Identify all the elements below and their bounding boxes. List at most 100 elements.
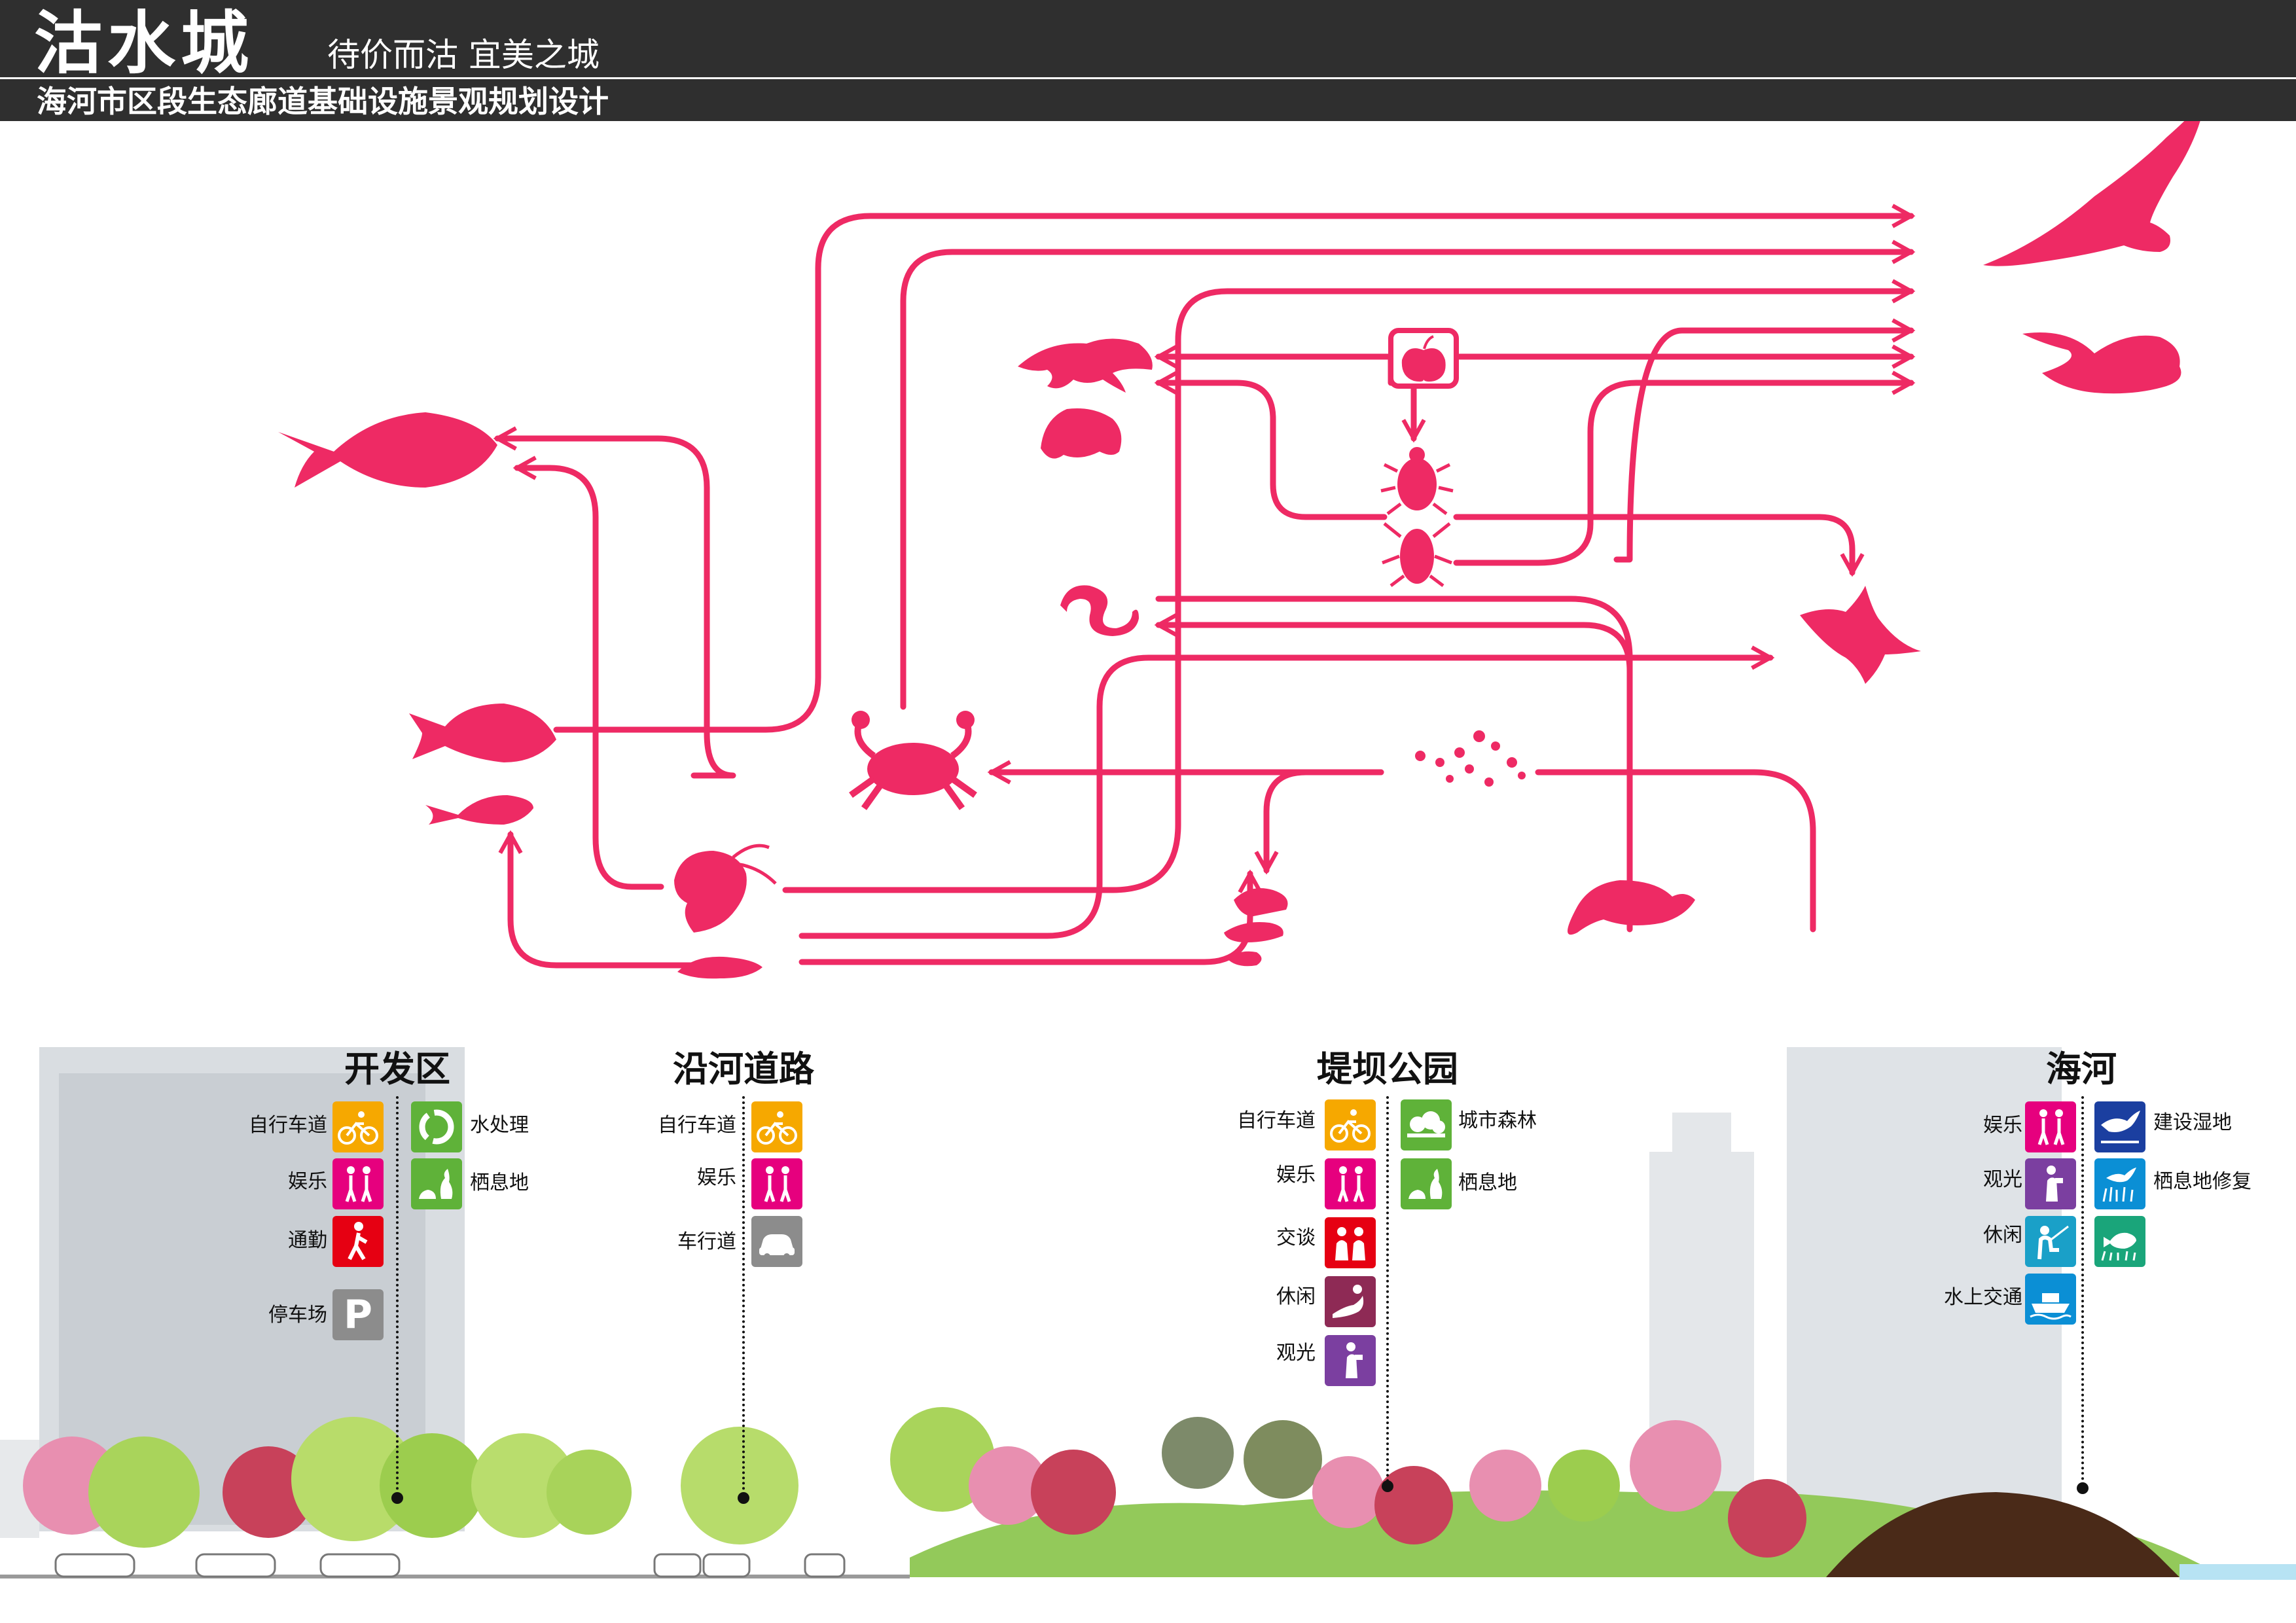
section-illustration (0, 1047, 2296, 1580)
zone-axis (1386, 1096, 1389, 1482)
flow-line (798, 874, 1250, 965)
flow-line (1266, 769, 1384, 870)
axis-end-dot (1382, 1480, 1393, 1492)
axis-end-dot (738, 1492, 749, 1504)
feature-label-leisure: 休闲 (1983, 1224, 2022, 1247)
flow-line (1453, 383, 1911, 566)
feature-label-recreation: 娱乐 (697, 1166, 736, 1189)
soil-mound (1826, 1492, 2179, 1577)
duck-icon (2022, 332, 2181, 394)
recreation-icon (2025, 1101, 2076, 1152)
recreation-icon (1325, 1158, 1376, 1209)
flow-line (1158, 625, 1633, 674)
wetland-bird-icon (2094, 1101, 2145, 1152)
feature-label-urban-forest: 城市森林 (1458, 1109, 1537, 1132)
feature-label-sightseeing: 观光 (1983, 1168, 2022, 1191)
flow-lines (497, 216, 1911, 969)
larvae-icon (1224, 888, 1288, 967)
feature-label-carriageway: 车行道 (677, 1230, 736, 1253)
sightseeing-icon (2025, 1158, 2076, 1209)
feature-label-recreation: 娱乐 (1983, 1114, 2022, 1137)
parking-glyph: P (344, 1292, 372, 1338)
cockroach-icon (1382, 522, 1452, 587)
zone-axis (396, 1096, 399, 1495)
flow-line (553, 216, 1911, 733)
food-web-diagram (278, 121, 2200, 979)
flow-line (1158, 383, 1388, 520)
zone-title-haihe-river: 海河 (2046, 1048, 2117, 1090)
habitat-restoration-icon (2094, 1158, 2145, 1209)
beetle-icon (1380, 447, 1454, 515)
brand-title: 沽水城 (34, 3, 255, 83)
commute-icon (332, 1216, 384, 1267)
fruit-icon (1388, 328, 1459, 389)
organisms (278, 121, 2200, 979)
flow-line (1535, 769, 1816, 933)
feature-label-recreation: 娱乐 (288, 1170, 327, 1193)
flow-line (798, 658, 1770, 939)
ground-line (0, 1575, 910, 1578)
flow-line (782, 291, 1911, 893)
zone-axis (2081, 1096, 2084, 1486)
feature-label-commute: 通勤 (288, 1229, 327, 1252)
flow-line (1155, 596, 1633, 933)
project-title: 海河市区段生态廊道基础设施景观规划设计 (37, 84, 609, 119)
sightseeing-icon (1325, 1335, 1376, 1386)
fish-large-icon (278, 412, 497, 488)
flow-line (1453, 514, 1852, 573)
recreation-icon (751, 1158, 802, 1209)
feature-label-conversation: 交谈 (1276, 1226, 1316, 1249)
fishing-icon (2025, 1216, 2076, 1267)
flow-line (517, 468, 664, 890)
parking-icon: P (332, 1289, 384, 1340)
feature-label-bicycle: 自行车道 (249, 1114, 327, 1137)
section-elevation: 开发区 自行车道 娱乐 通勤 停车场 P 水处理 栖息地 沿河道路 自行车道 娱… (0, 1034, 2296, 1623)
feature-label-habitat-restoration: 栖息地修复 (2153, 1170, 2251, 1193)
building-right (1787, 1047, 2062, 1531)
fish-icon (409, 704, 556, 762)
rat-icon (1568, 880, 1695, 935)
axis-end-dot (391, 1492, 403, 1504)
shrimp-icon (674, 844, 777, 933)
flow-line (1613, 330, 1911, 563)
header-bar: 沽水城 待价而沽 宜美之城 海河市区段生态廊道基础设施景观规划设计 (0, 0, 2296, 121)
frog-icon (1041, 408, 1122, 459)
feature-label-water-transport: 水上交通 (1944, 1286, 2022, 1309)
feature-label-wetland: 建设湿地 (2153, 1111, 2232, 1134)
zone-title-dam-park: 堤坝公园 (1317, 1048, 1458, 1090)
flow-line (900, 252, 1911, 710)
slogan: 待价而沽 宜美之城 (327, 36, 600, 74)
feature-label-sightseeing: 观光 (1276, 1342, 1316, 1364)
river-water (2179, 1564, 2296, 1580)
bicycle-icon (332, 1101, 384, 1152)
bicycle-icon (1325, 1099, 1376, 1150)
recreation-icon (332, 1158, 384, 1209)
feature-label-parking: 停车场 (268, 1304, 327, 1327)
boat-icon (2025, 1274, 2076, 1325)
feature-label-bicycle: 自行车道 (1237, 1109, 1316, 1132)
crab-icon (849, 711, 977, 810)
leisure-icon (1325, 1276, 1376, 1327)
flow-line (497, 438, 736, 779)
recycle-icon (411, 1101, 462, 1152)
egret-icon (1983, 121, 2200, 266)
fish-habitat-icon (2094, 1216, 2145, 1267)
feature-label-recreation: 娱乐 (1276, 1164, 1316, 1186)
feature-label-habitat: 栖息地 (1458, 1171, 1517, 1194)
header-divider (0, 77, 2296, 79)
kingfisher-icon (1800, 586, 1921, 684)
bicycle-icon (751, 1101, 802, 1152)
car-icon (751, 1216, 802, 1267)
feature-label-water-treatment: 水处理 (470, 1114, 529, 1137)
plankton-icon (1415, 730, 1526, 787)
habitat-icon (411, 1158, 462, 1209)
feature-label-bicycle: 自行车道 (658, 1114, 736, 1137)
feature-label-habitat: 栖息地 (470, 1171, 529, 1194)
conversation-icon (1325, 1217, 1376, 1268)
cars (54, 1553, 846, 1578)
zone-title-riverside-road: 沿河道路 (673, 1048, 814, 1090)
zone-title-development: 开发区 (344, 1048, 450, 1090)
small-fish-icon (425, 795, 533, 825)
small-shrimp-icon (677, 956, 762, 979)
feature-label-leisure: 休闲 (1276, 1285, 1316, 1308)
